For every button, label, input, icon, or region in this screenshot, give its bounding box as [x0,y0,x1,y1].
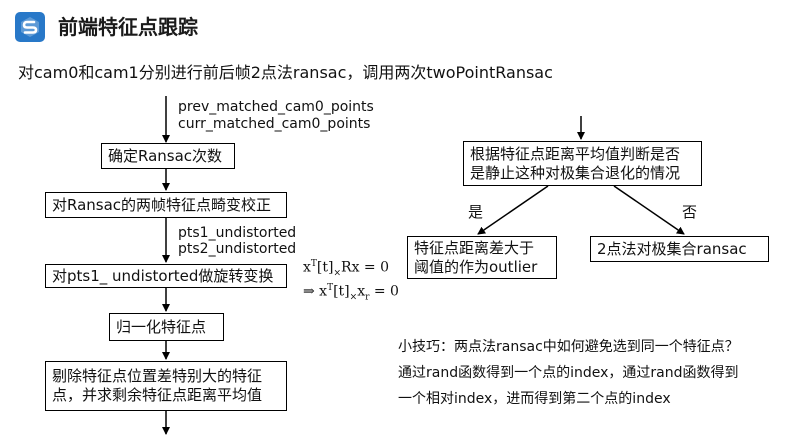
subtitle: 对cam0和cam1分别进行前后帧2点法ransac，调用两次twoPointR… [18,63,553,82]
tip-line3: 一个相对index，进而得到第二个点的index [398,391,671,407]
box-remove-outliers: 剔除特征点位置差特别大的特征 点，并求剩余特征点距离平均值 [45,361,287,411]
arrow-decision-no [613,185,685,235]
box-normalize: 归一化特征点 [109,313,224,341]
box-remove-outliers-line1: 剔除特征点位置差特别大的特征 [52,367,263,385]
outlier-line1: 特征点距离差大于 [414,238,535,257]
input-label-curr: curr_matched_cam0_points [178,116,371,132]
outlier-line2: 阈值的作为outlier [414,257,538,276]
mid-label-pts1: pts1_undistorted [178,225,297,241]
input-label-prev: prev_matched_cam0_points [178,99,374,115]
page-title: 前端特征点跟踪 [58,15,198,39]
yes-label: 是 [468,203,484,221]
tip-line1: 小技巧：两点法ransac中如何避免选到同一个特征点？ [398,339,739,355]
box-undistort: 对Ransac的两帧特征点畸变校正 [45,192,287,218]
box-outlier: 特征点距离差大于 阈值的作为outlier [407,236,557,279]
no-label: 否 [682,203,698,221]
logo [15,12,45,42]
s-logo-icon [21,17,39,37]
box-remove-outliers-line2: 点，并求剩余特征点距离平均值 [52,386,263,404]
box-two-point-ransac: 2点法对极集合ransac [590,236,769,262]
box-determine-ransac-count: 确定Ransac次数 [101,143,235,169]
tip-line2: 通过rand函数得到一个点的index，通过rand函数得到 [398,365,739,381]
box-decision-degenerate: 根据特征点距离平均值判断是否 是静止这种对极集合退化的情况 [463,141,702,186]
decision-line2: 是静止这种对极集合退化的情况 [470,163,681,182]
decision-line1: 根据特征点距离平均值判断是否 [470,144,681,163]
tip-text: 小技巧：两点法ransac中如何避免选到同一个特征点？ 通过rand函数得到一个… [398,334,739,412]
mid-label-pts2: pts2_undistorted [178,241,297,257]
arrow-decision-yes [477,185,549,235]
box-rotate: 对pts1_ undistorted做旋转变换 [45,264,287,288]
equation-2: ⇒ xT[t]×xr = 0 [303,283,399,303]
equation-1: xT[t]×Rx = 0 [303,259,390,279]
